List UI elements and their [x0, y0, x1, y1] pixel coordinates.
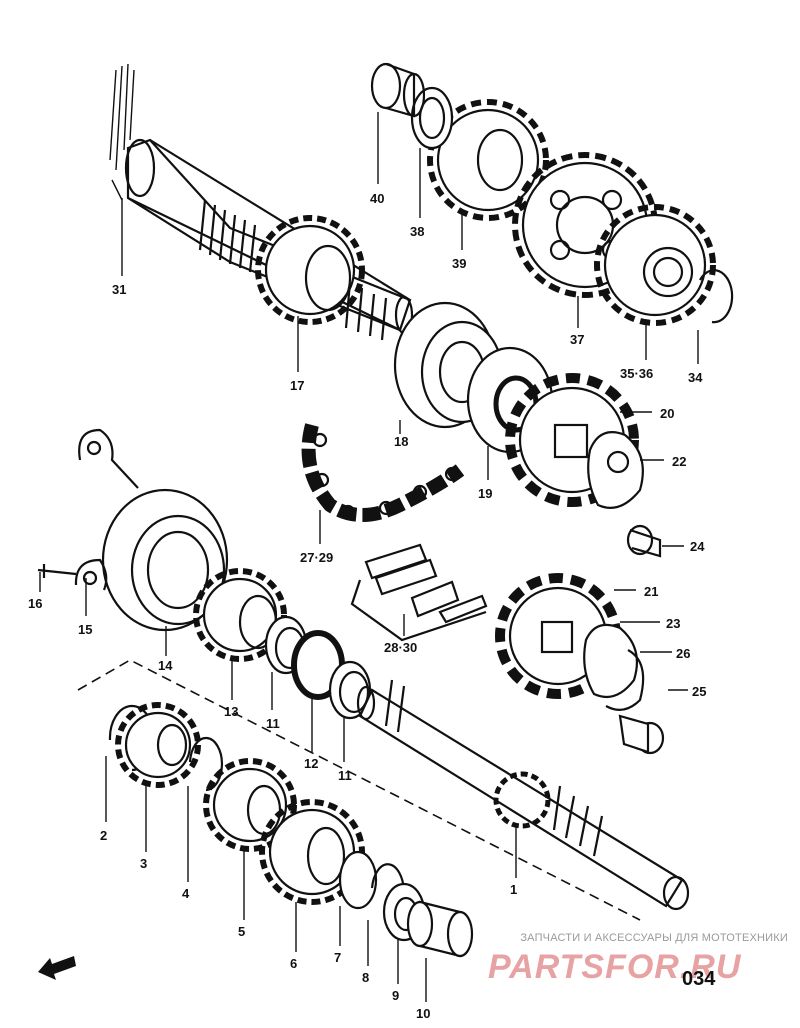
- label-28-30: 28·30: [384, 640, 417, 655]
- label-11b: 11: [338, 768, 352, 783]
- label-4: 4: [182, 886, 190, 901]
- chain-27-29: [301, 423, 465, 522]
- circlip-4: [188, 736, 224, 792]
- label-34: 34: [688, 370, 703, 385]
- watermark-brand: PARTSFOR.RU: [488, 948, 742, 986]
- label-19: 19: [478, 486, 492, 501]
- shaft-end-shading: [109, 63, 135, 201]
- label-38: 38: [410, 224, 424, 239]
- page-code: 034: [682, 968, 716, 990]
- label-13: 13: [224, 704, 238, 719]
- gear-17: [255, 215, 365, 325]
- label-15: 15: [78, 622, 92, 637]
- gear-39: [427, 99, 549, 221]
- label-21: 21: [644, 584, 658, 599]
- watermark-tagline: ЗАПЧАСТИ И АКСЕССУАРЫ ДЛЯ МОТОТЕХНИКИ: [520, 932, 788, 944]
- sprocket-21: [495, 573, 621, 699]
- leader-lines: [39, 112, 699, 1002]
- label-18: 18: [394, 434, 408, 449]
- label-12: 12: [304, 756, 318, 771]
- label-17: 17: [290, 378, 304, 393]
- label-1: 1: [510, 882, 517, 897]
- label-7: 7: [334, 950, 341, 965]
- group-outline: [77, 659, 641, 921]
- label-6: 6: [290, 956, 297, 971]
- lock-plate-22: [587, 431, 644, 509]
- bearing-14: [101, 488, 229, 632]
- gear-35-36: [594, 204, 716, 326]
- label-24: 24: [690, 539, 705, 554]
- washer-38: [410, 86, 454, 150]
- label-11a: 11: [266, 716, 280, 731]
- label-16: 16: [28, 596, 42, 611]
- bushing-10: [406, 900, 474, 958]
- master-link-28-30: [350, 543, 488, 642]
- bushing-40: [370, 62, 426, 118]
- label-23: 23: [666, 616, 680, 631]
- part-labels: 40 38 39 37 35·36 34 17 31 18 19 20 22 2…: [28, 191, 706, 1021]
- gear-3: [115, 702, 201, 788]
- label-9: 9: [392, 988, 399, 1003]
- label-35-36: 35·36: [620, 366, 653, 381]
- label-25: 25: [692, 684, 706, 699]
- label-5: 5: [238, 924, 245, 939]
- retainer-15: [74, 428, 139, 591]
- label-31: 31: [112, 282, 126, 297]
- label-27-29: 27·29: [300, 550, 333, 565]
- bolt-25: [618, 714, 665, 755]
- screw-16: [37, 564, 77, 578]
- mainshaft-1: [356, 679, 690, 911]
- circlip-34: [699, 269, 734, 324]
- label-37: 37: [570, 332, 584, 347]
- washer-7: [338, 850, 378, 910]
- label-14: 14: [158, 658, 173, 673]
- front-arrow-icon: [38, 956, 76, 980]
- lock-plate-23-26: [583, 623, 645, 711]
- bolt-24: [626, 524, 662, 558]
- label-20: 20: [660, 406, 674, 421]
- label-8: 8: [362, 970, 369, 985]
- label-3: 3: [140, 856, 147, 871]
- label-2: 2: [100, 828, 107, 843]
- label-40: 40: [370, 191, 384, 206]
- label-26: 26: [676, 646, 690, 661]
- countershaft-upper: [124, 138, 414, 341]
- label-10: 10: [416, 1006, 430, 1021]
- label-22: 22: [672, 454, 686, 469]
- label-39: 39: [452, 256, 466, 271]
